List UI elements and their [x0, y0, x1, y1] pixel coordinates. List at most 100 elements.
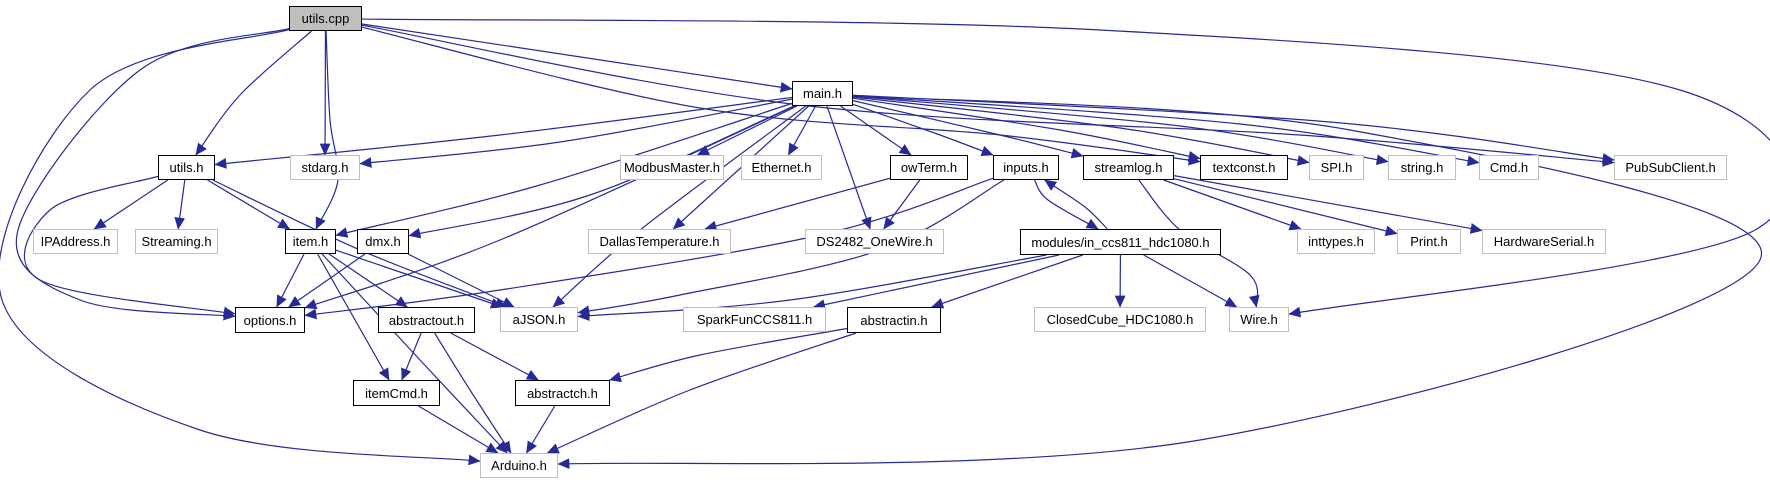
node-label: utils.cpp	[301, 11, 350, 26]
node-label: aJSON.h	[512, 312, 566, 327]
edge-abstractin_h-to-arduino_h	[546, 332, 857, 454]
edge-item_h-to-ajson_h	[335, 249, 503, 309]
edge-main_h-to-streamlog_h	[852, 100, 1084, 159]
node-label: utils.h	[169, 160, 204, 175]
edge-utils_h-to-options_h	[23, 175, 236, 318]
node-label: textconst.h	[1212, 160, 1276, 175]
node-label: HardwareSerial.h	[1493, 234, 1595, 249]
node-ajson-h: aJSON.h	[500, 307, 578, 332]
edge-modules_h-to-sparkfunccs811_h	[812, 254, 1060, 310]
edge-main_h-to-utils_h	[214, 96, 793, 169]
node-dmx-h[interactable]: dmx.h	[357, 229, 409, 254]
edge-utils_cpp-to-main_h	[361, 23, 793, 93]
edge-itemcmd_h-to-arduino_h	[418, 405, 499, 454]
node-item-h[interactable]: item.h	[285, 229, 336, 254]
node-label: abstractin.h	[860, 312, 928, 328]
node-textconst-h[interactable]: textconst.h	[1200, 155, 1288, 180]
edge-utils_cpp-to-textconst_h	[361, 26, 1201, 166]
node-inttypes-h: inttypes.h	[1297, 229, 1375, 254]
edge-owterm_h-to-ds2482_onewire_h	[883, 179, 921, 230]
edge-main_h-to-dmx_h	[408, 105, 795, 239]
node-closedcube-h: ClosedCube_HDC1080.h	[1034, 307, 1206, 332]
node-label: IPAddress.h	[40, 234, 111, 249]
node-label: PubSubClient.h	[1625, 160, 1716, 175]
edge-utils_cpp-to-item_h	[315, 30, 340, 230]
node-label: Ethernet.h	[751, 160, 812, 175]
node-utils-cpp[interactable]: utils.cpp	[289, 6, 362, 31]
node-label: stdarg.h	[301, 160, 349, 175]
node-label: Arduino.h	[491, 458, 547, 473]
node-ds2482-onewire-h: DS2482_OneWire.h	[805, 229, 944, 254]
edge-modules_h-to-wire_h	[1143, 254, 1238, 308]
node-abstractin-h[interactable]: abstractin.h	[847, 307, 941, 333]
edge-owterm_h-to-dallastemperature_h	[704, 177, 891, 232]
edge-main_h-to-cmd_h	[852, 95, 1480, 167]
node-owterm-h[interactable]: owTerm.h	[890, 155, 968, 180]
node-label: Wire.h	[1240, 312, 1278, 327]
edge-main_h-to-stdarg_h	[359, 98, 793, 168]
edge-streamlog_h-to-inttypes_h	[1163, 179, 1302, 231]
edge-abstractin_h-to-abstractch_h	[608, 327, 848, 383]
node-label: abstractch.h	[527, 385, 598, 401]
node-print-h: Print.h	[1397, 229, 1461, 254]
node-modules-h[interactable]: modules/in_ccs811_hdc1080.h	[1020, 229, 1221, 255]
node-label: ModbusMaster.h	[623, 160, 721, 175]
node-label: dmx.h	[365, 234, 401, 249]
edge-utils_cpp-to-pubsubclient_h	[361, 24, 1615, 167]
node-streamlog-h[interactable]: streamlog.h	[1083, 155, 1174, 180]
node-label: inputs.h	[1003, 160, 1049, 175]
node-ipaddress-h: IPAddress.h	[33, 229, 118, 254]
node-label: streamlog.h	[1094, 160, 1163, 175]
node-options-h[interactable]: options.h	[235, 307, 305, 333]
node-label: Streaming.h	[141, 234, 212, 249]
node-abstractout-h[interactable]: abstractout.h	[378, 307, 475, 333]
edge-item_h-to-options_h	[276, 253, 305, 308]
edge-utils_cpp-to-options_h	[15, 28, 290, 321]
node-label: abstractout.h	[388, 312, 465, 328]
node-main-h[interactable]: main.h	[792, 81, 853, 106]
node-hardwareserial-h: HardwareSerial.h	[1482, 229, 1606, 254]
edge-main_h-to-textconst_h	[852, 97, 1201, 162]
edge-abstractch_h-to-arduino_h	[525, 405, 556, 454]
node-label: DallasTemperature.h	[599, 234, 720, 249]
edge-inputs_h-to-ajson_h	[577, 179, 1005, 317]
edge-abstractout_h-to-itemcmd_h	[401, 332, 422, 381]
edge-inputs_h-to-options_h	[304, 177, 994, 320]
node-itemcmd-h[interactable]: itemCmd.h	[353, 380, 440, 406]
edge-utils_cpp-to-wire_h	[361, 18, 1770, 318]
edge-modules_h-to-ajson_h	[577, 254, 1047, 321]
edge-main_h-to-inputs_h	[852, 103, 994, 157]
edge-utils_h-to-streaming_h	[174, 179, 186, 230]
node-abstractch-h[interactable]: abstractch.h	[515, 380, 610, 406]
node-label: SPI.h	[1320, 160, 1353, 175]
edge-main_h-to-spi_h	[852, 96, 1310, 166]
edge-main_h-to-ds2482_onewire_h	[826, 105, 872, 230]
edge-abstractout_h-to-arduino_h	[434, 332, 512, 454]
edge-inputs_h-to-modules_h	[1033, 179, 1099, 230]
node-utils-h[interactable]: utils.h	[158, 155, 215, 180]
edge-main_h-to-item_h	[335, 102, 793, 238]
node-sparkfunccs811-h: SparkFunCCS811.h	[683, 307, 826, 332]
edge-streamlog_h-to-hardwareserial_h	[1173, 175, 1483, 234]
node-label: modules/in_ccs811_hdc1080.h	[1031, 234, 1210, 250]
node-label: ClosedCube_HDC1080.h	[1046, 312, 1194, 327]
node-wire-h: Wire.h	[1229, 307, 1289, 332]
edge-main_h-to-ajson_h	[552, 105, 807, 308]
node-dallastemperature-h: DallasTemperature.h	[588, 229, 731, 254]
node-pubsubclient-h: PubSubClient.h	[1614, 155, 1727, 180]
edge-utils_cpp-to-utils_h	[195, 30, 312, 156]
edge-main_h-to-arduino_h	[557, 95, 1763, 470]
node-label: item.h	[292, 234, 329, 249]
node-arduino-h: Arduino.h	[480, 453, 558, 478]
node-inputs-h[interactable]: inputs.h	[993, 155, 1059, 180]
node-label: itemCmd.h	[365, 385, 428, 401]
edge-streamlog_h-to-print_h	[1173, 178, 1398, 237]
edge-main_h-to-owterm_h	[840, 105, 912, 156]
edge-main_h-to-ethernet_h	[787, 105, 817, 156]
node-streaming-h: Streaming.h	[135, 229, 218, 254]
node-label: options.h	[243, 312, 297, 328]
edge-utils_h-to-ipaddress_h	[93, 179, 169, 230]
node-label: DS2482_OneWire.h	[816, 234, 933, 249]
edge-main_h-to-string_h	[852, 95, 1389, 166]
